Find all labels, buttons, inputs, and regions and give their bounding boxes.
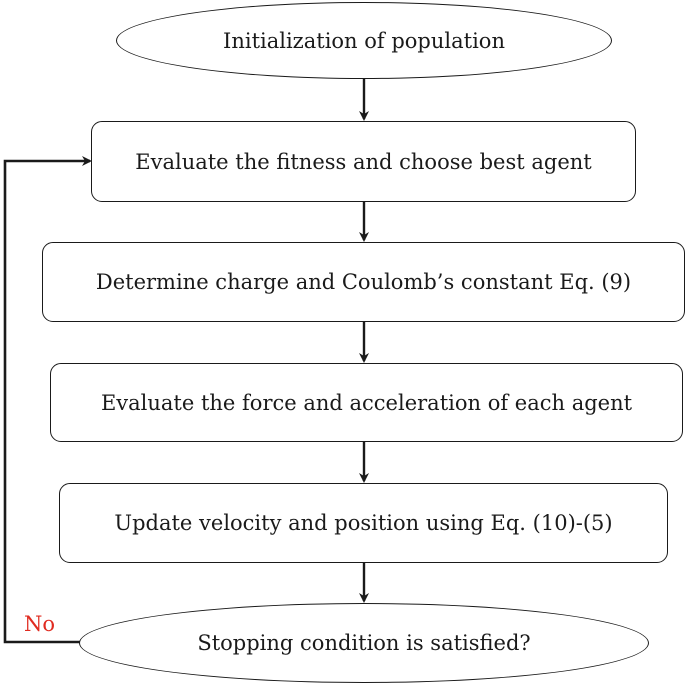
evaluate-fitness-label: Evaluate the fitness and choose best age… bbox=[135, 149, 592, 174]
no-label: No bbox=[24, 612, 56, 636]
stopping-condition-oval: Stopping condition is satisfied? bbox=[79, 603, 649, 683]
evaluate-fitness-box: Evaluate the fitness and choose best age… bbox=[91, 121, 636, 202]
evaluate-force-box: Evaluate the force and acceleration of e… bbox=[50, 363, 683, 442]
evaluate-force-label: Evaluate the force and acceleration of e… bbox=[100, 390, 633, 415]
start-label: Initialization of population bbox=[223, 28, 505, 53]
stopping-condition-label: Stopping condition is satisfied? bbox=[197, 631, 531, 655]
update-velocity-label: Update velocity and position using Eq. (… bbox=[114, 511, 613, 535]
start-oval: Initialization of population bbox=[116, 2, 612, 79]
determine-charge-box: Determine charge and Coulomb’s constant … bbox=[42, 242, 685, 322]
loop-back-arrow bbox=[3, 156, 92, 644]
update-velocity-box: Update velocity and position using Eq. (… bbox=[59, 483, 668, 563]
determine-charge-label: Determine charge and Coulomb’s constant … bbox=[95, 270, 632, 294]
